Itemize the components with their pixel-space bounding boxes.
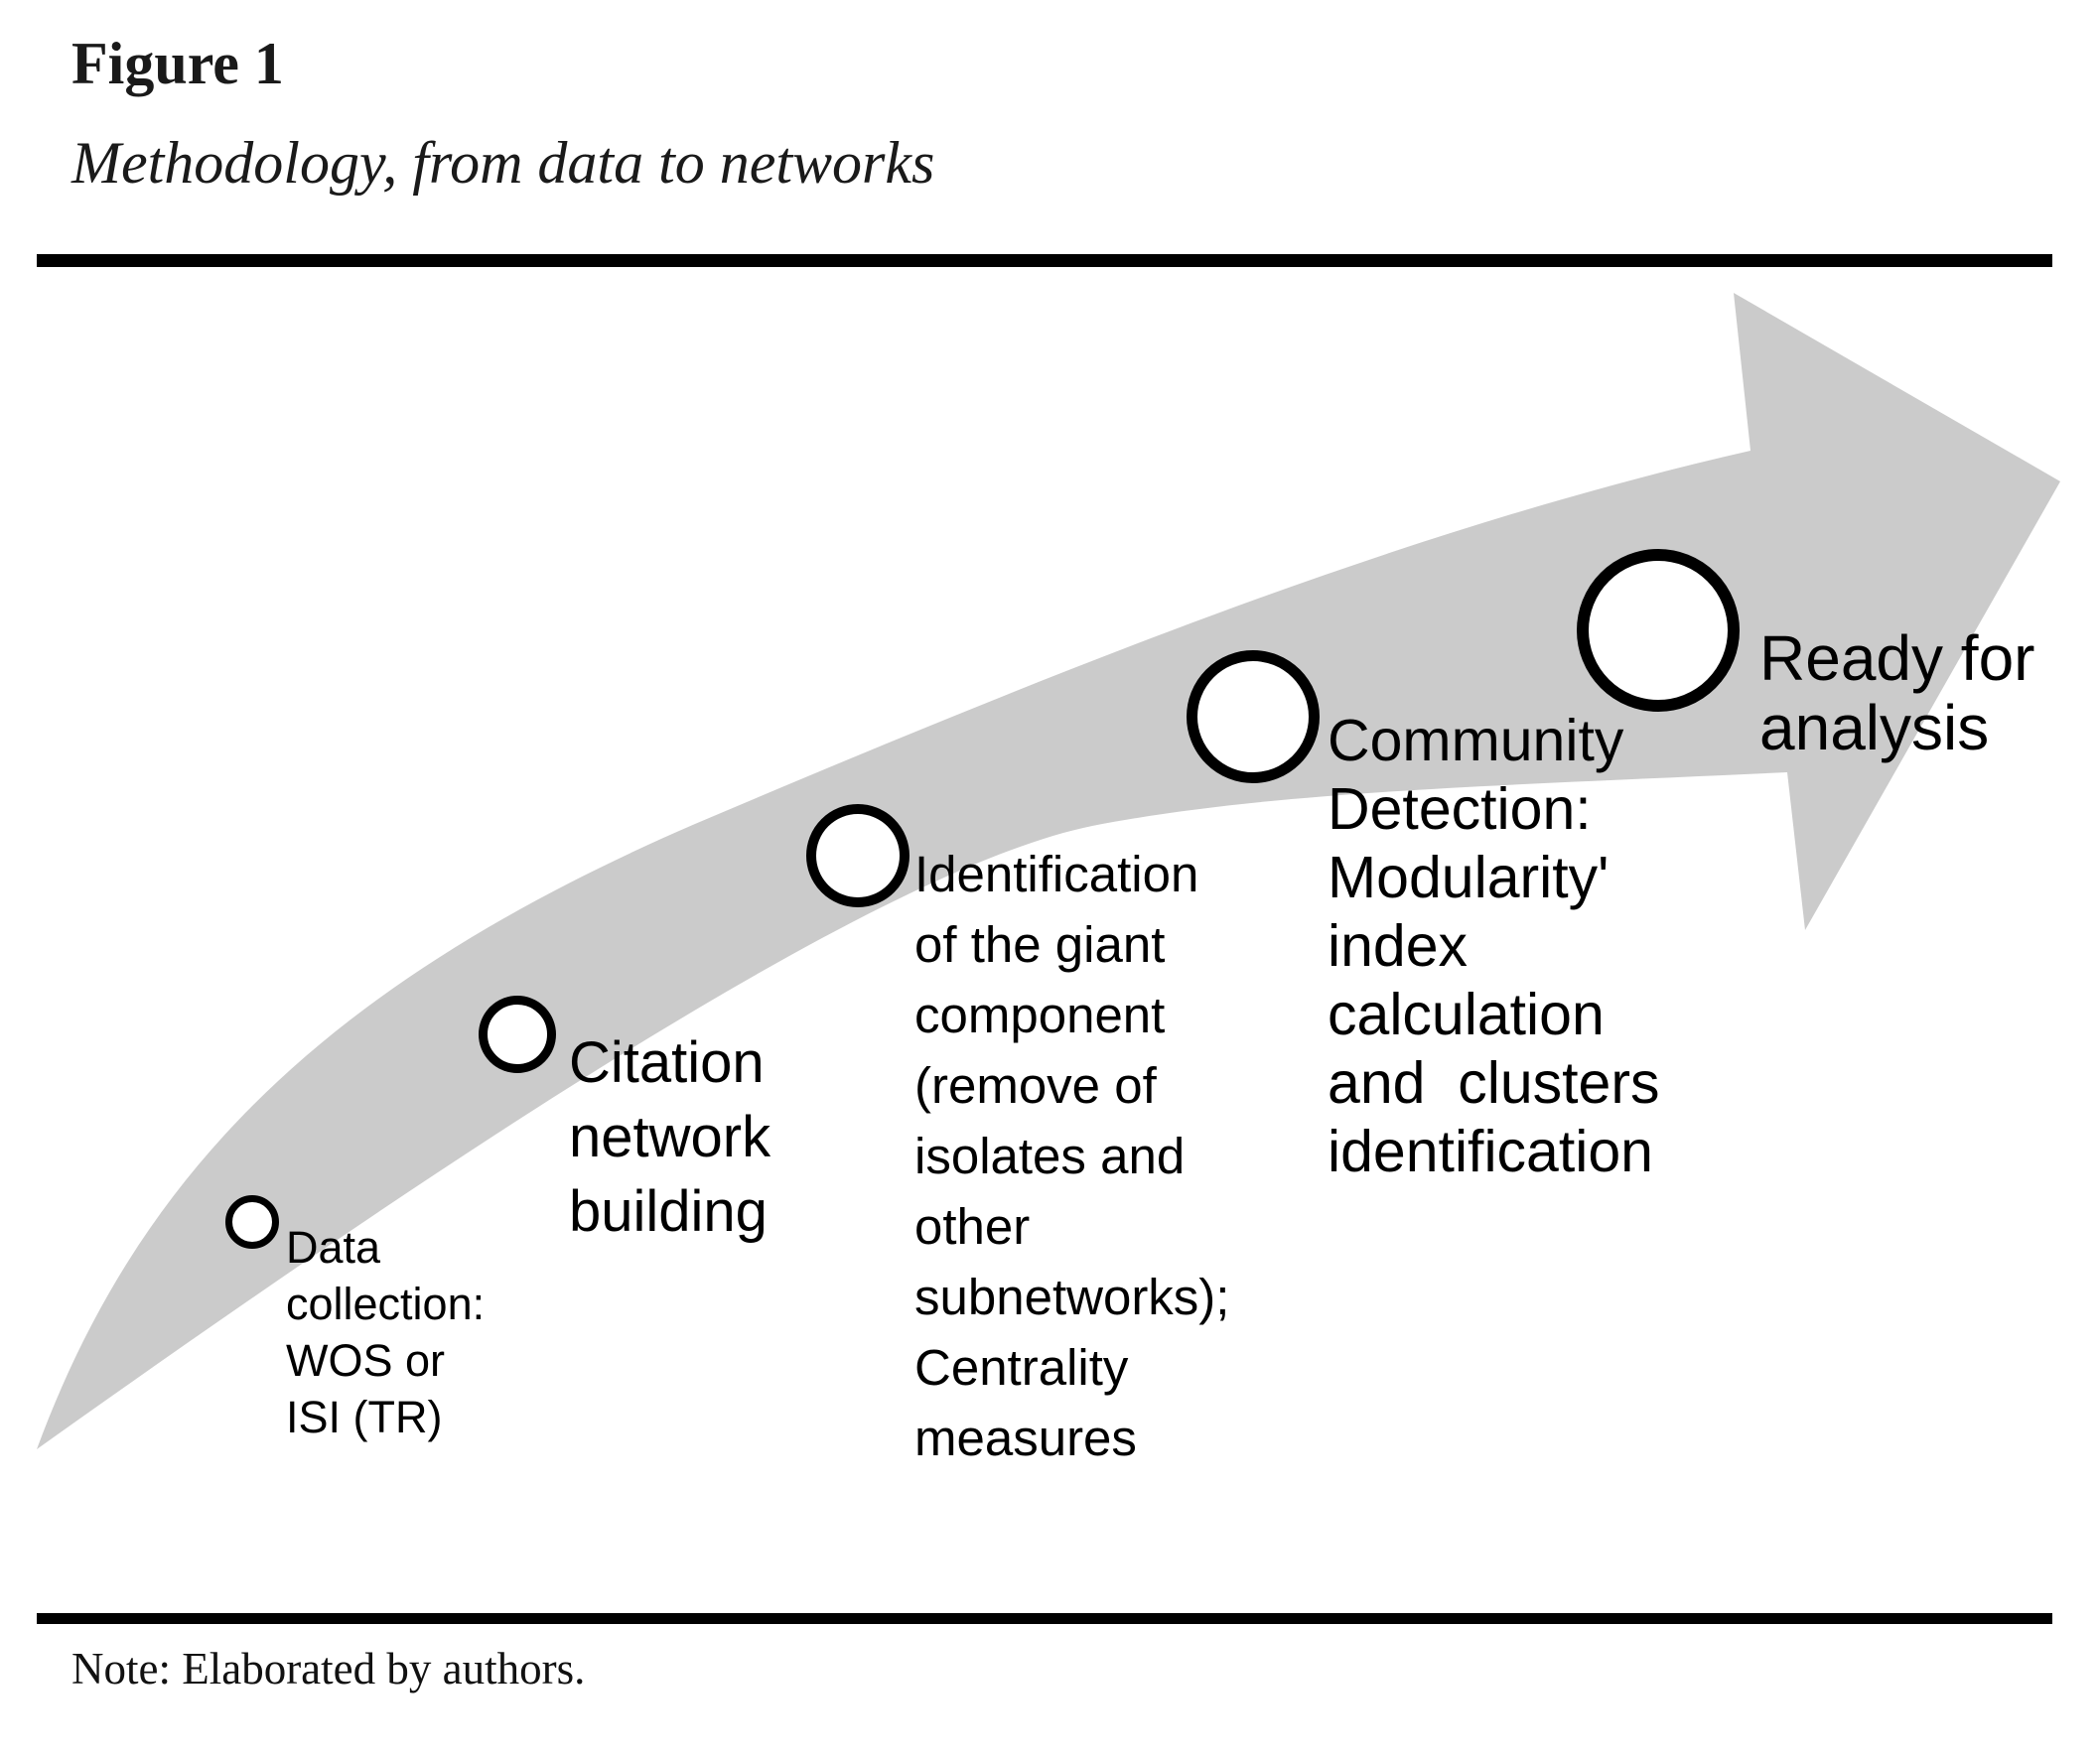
- step-2-marker-circle: [479, 996, 556, 1073]
- step-4-label-community-detection: Community Detection: Modularity' index c…: [1328, 708, 1660, 1184]
- figure-caption: Methodology, from data to networks: [71, 130, 935, 196]
- top-rule-divider: [37, 254, 2052, 267]
- bottom-rule-divider: [37, 1613, 2052, 1624]
- step-2-label-citation-network: Citation network building: [569, 1030, 771, 1244]
- step-1-label-data-collection: Data collection: WOS or ISI (TR): [286, 1222, 486, 1442]
- step-1-marker-circle: [225, 1195, 279, 1249]
- figure-note: Note: Elaborated by authors.: [71, 1644, 586, 1694]
- step-3-label-giant-component: Identification of the giant component (r…: [914, 846, 1230, 1466]
- figure-label: Figure 1: [71, 31, 284, 96]
- step-4-marker-circle: [1187, 650, 1320, 783]
- process-arrow-shape: [37, 293, 2060, 1449]
- step-3-marker-circle: [806, 804, 910, 907]
- step-5-label-ready-for-analysis: Ready for analysis: [1759, 622, 2035, 763]
- step-5-marker-circle: [1577, 549, 1740, 712]
